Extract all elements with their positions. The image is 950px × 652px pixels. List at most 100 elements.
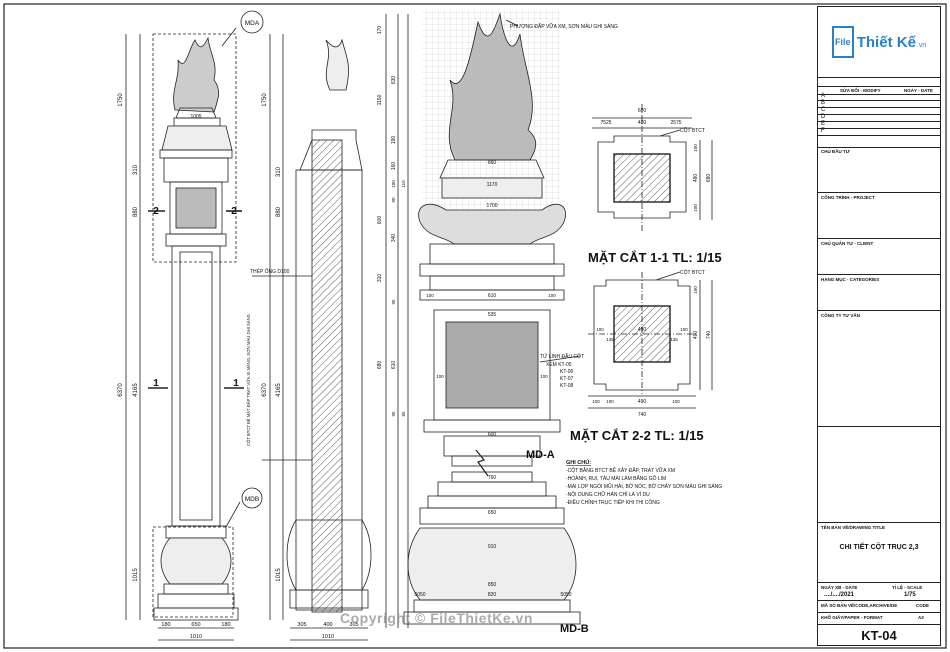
format-cell: KHỔ GIẤY/PAPER - FORMAT A3 [818, 613, 940, 625]
note-column: CỘT BTCT BÊ MẶT ĐẮP TRÁT VỮA XI MĂNG, SƠ… [246, 314, 251, 446]
s11-dim-1: 7525 [600, 120, 611, 126]
logo-domain: .vn [916, 41, 927, 49]
scale-value: 1/75 [904, 592, 916, 598]
note-steel-pipe: THÉP ỐNG D100 [250, 268, 290, 275]
det-dim-v-2: 1150 [377, 94, 383, 105]
left-dim-v-3: 6370 [118, 383, 124, 397]
det-dim-h-2: 1700 [486, 203, 497, 209]
s11-dim-2: 480 [638, 120, 647, 126]
note-item-3: -NỘI DUNG CHỮ HÁN CHỈ LÀ VÍ DỤ [566, 491, 650, 498]
logo: File Thiết Kế .vn [818, 7, 940, 78]
det-dim-h-14: 820 [488, 592, 497, 598]
det-dim-h-7: 100 [436, 374, 444, 379]
callout-relief-3: KT-07 [560, 376, 574, 382]
detail-frame-mdb [152, 526, 234, 618]
logo-box: File [831, 26, 854, 58]
field-owner: CHỦ ĐẦU TƯ [818, 147, 940, 193]
s22-dim-7: 490 [693, 331, 699, 340]
left-dim-b-0: 180 [161, 622, 170, 628]
section-1-1-text: 680 7525 480 2575 100 480 100 680 CỘT BT… [588, 108, 722, 265]
dim-top-width: 1005 [190, 114, 201, 120]
section-2-2-text: 100 135 490 135 100 740 100 490 100 740 … [570, 269, 712, 443]
s22-dim-12: 100 [672, 399, 680, 404]
note-item-0: -CỘT BẰNG BTCT BÊ XÂY ĐẮP, TRÁT VỮA XM [566, 466, 675, 474]
det-dim-v-14: 95 [391, 411, 396, 417]
title-block: File Thiết Kế .vn SỬA ĐỔI - MODIFY NGÀY … [817, 6, 941, 646]
code-label: MÃ SỐ BẢN VẼ/CODE,ARCHIVE/DE [821, 603, 898, 608]
sheet-number: KT-04 [861, 628, 897, 643]
s22-dim-10: 100 [606, 399, 614, 404]
det-dim-v-6: 110 [401, 180, 406, 188]
sheet-border [3, 3, 947, 649]
callout-relief-4: KT-08 [560, 383, 574, 389]
left-dim-v-4: 4165 [133, 383, 139, 397]
callout-mdb: MDB [245, 496, 259, 503]
det-dim-v-5: 100 [391, 180, 396, 188]
crown-ornament [173, 36, 219, 113]
mid-dim-v-0: 1750 [262, 93, 268, 107]
section-mark-2-right: 2 [231, 206, 237, 217]
det-dim-h-6: 535 [488, 312, 497, 318]
note-item-4: -ĐIỀU CHỈNH TRỤC TIẾP KHI THI CÔNG [566, 499, 660, 506]
det-dim-h-1: 1170 [487, 182, 498, 188]
left-dim-b-1: 650 [191, 622, 200, 628]
rev-row-b: B [818, 100, 940, 108]
det-dim-h-5: 100 [548, 293, 556, 298]
dragon-relief-detail [445, 321, 539, 409]
s11-dim-6: 100 [693, 204, 698, 212]
format-label: KHỔ GIẤY/PAPER - FORMAT [821, 615, 883, 620]
left-dim-b-3: 1010 [190, 634, 202, 640]
watermark: Copyright © FileThietKe.vn [340, 610, 533, 626]
left-dim-v-0: 1750 [118, 93, 124, 107]
det-dim-h-16: 5050 [560, 592, 571, 598]
mid-dim-b-0: 305 [297, 622, 306, 628]
s22-dim-9: 740 [638, 412, 647, 418]
note-phoenix: PHƯỢNG ĐẮP VỮA XM, SƠN MÀU GHI SÁNG [510, 22, 618, 30]
left-dim-v-2: 880 [133, 206, 139, 217]
mid-dim-v-4: 4165 [276, 383, 282, 397]
s22-label-core: CỘT BTCT [680, 269, 705, 276]
mid-dim-b-1: 400 [323, 622, 332, 628]
det-dim-v-11: 95 [391, 299, 396, 305]
note-item-1: -HOÀNH, RUI, TÀU MÁI LÀM BẰNG GỖ LIM [566, 474, 666, 482]
det-dim-h-8: 100 [540, 374, 548, 379]
dragon-relief [175, 187, 217, 229]
s11-dim-4: 100 [693, 144, 698, 152]
left-dim-b-2: 180 [221, 622, 230, 628]
s22-dim-6: 100 [693, 286, 698, 294]
detail-elevation-text: PHƯỢNG ĐẮP VỮA XM, SƠN MÀU GHI SÁNG 170 … [377, 22, 618, 635]
revision-table: SỬA ĐỔI - MODIFY NGÀY - DATE A B C D E F [818, 77, 940, 148]
section-mark-2-left: 2 [153, 206, 159, 217]
callout-relief-0: TỨ LINH ĐẦU CỘT [540, 353, 584, 360]
s22-dim-2: 490 [638, 327, 647, 333]
section-2-2 [588, 271, 713, 409]
rev-row-e: E [818, 121, 940, 129]
mid-dim-v-5: 1015 [276, 568, 282, 582]
rev-row-d: D [818, 114, 940, 122]
date-label: NGÀY XB - DATE [821, 585, 858, 590]
section-mark-1-right: 1 [233, 378, 239, 389]
code-cell: MÃ SỐ BẢN VẼ/CODE,ARCHIVE/DE CODE [818, 601, 940, 613]
middle-section [252, 34, 372, 641]
det-dim-h-12: 910 [488, 544, 497, 550]
det-dim-v-10: 310 [377, 274, 383, 283]
mid-dim-b-2: 305 [349, 622, 358, 628]
mid-dim-v-1: 310 [276, 166, 282, 177]
section-1-1-title: MẶT CẮT 1-1 TL: 1/15 [588, 250, 722, 265]
detail-elevation [385, 10, 581, 628]
left-elevation [125, 10, 264, 641]
det-dim-h-15: 5050 [414, 592, 425, 598]
det-dim-h-13: 850 [488, 582, 497, 588]
note-item-2: -MÁI LỢP NGÓI MŨI HÀI, BỜ NÓC, BỜ CHẢY S… [566, 483, 722, 490]
det-dim-v-15: 85 [401, 411, 406, 417]
s11-dim-7: 680 [706, 174, 712, 183]
callout-relief-1: XEM KT-05 [546, 362, 572, 368]
rev-row-f: F [818, 128, 940, 136]
s22-dim-11: 490 [638, 399, 647, 405]
det-dim-h-11: 650 [488, 510, 497, 516]
det-dim-v-9: 340 [391, 234, 397, 243]
det-dim-v-3: 190 [391, 136, 397, 145]
s22-dim-1: 135 [606, 337, 614, 342]
rev-header-modify: SỬA ĐỔI - MODIFY [840, 88, 881, 93]
logo-text: Thiết Kế [856, 33, 916, 51]
